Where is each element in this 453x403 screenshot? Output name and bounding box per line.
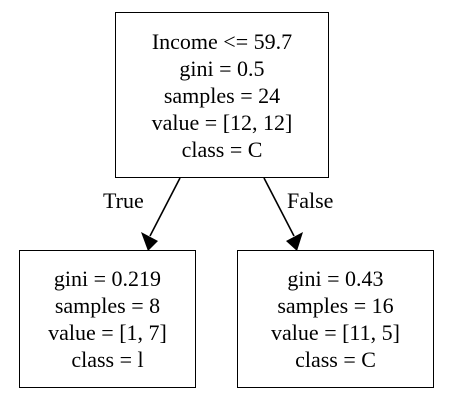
- root-value: value = [12, 12]: [151, 109, 293, 135]
- tree-node-right-leaf: gini = 0.43 samples = 16 value = [11, 5]…: [237, 250, 434, 388]
- left-gini: gini = 0.219: [53, 266, 162, 291]
- tree-node-root: Income <= 59.7 gini = 0.5 samples = 24 v…: [115, 12, 329, 178]
- tree-node-left-leaf: gini = 0.219 samples = 8 value = [1, 7] …: [19, 250, 196, 388]
- right-gini: gini = 0.43: [287, 266, 384, 291]
- left-value: value = [1, 7]: [48, 320, 167, 345]
- right-class: class = C: [295, 347, 376, 372]
- left-class: class = l: [71, 347, 144, 372]
- root-samples: samples = 24: [163, 82, 281, 108]
- edge-label-false: False: [287, 188, 334, 213]
- right-value: value = [11, 5]: [271, 320, 400, 345]
- root-class: class = C: [181, 136, 263, 162]
- arrowhead-left: [141, 232, 158, 251]
- edge-root-to-left: [149, 177, 181, 237]
- left-samples: samples = 8: [54, 293, 161, 318]
- arrowhead-right: [286, 232, 303, 251]
- edge-label-true: True: [103, 188, 144, 213]
- root-split-rule: Income <= 59.7: [151, 28, 293, 54]
- root-gini: gini = 0.5: [179, 55, 265, 81]
- edge-root-to-right: [263, 177, 295, 237]
- right-samples: samples = 16: [277, 293, 394, 318]
